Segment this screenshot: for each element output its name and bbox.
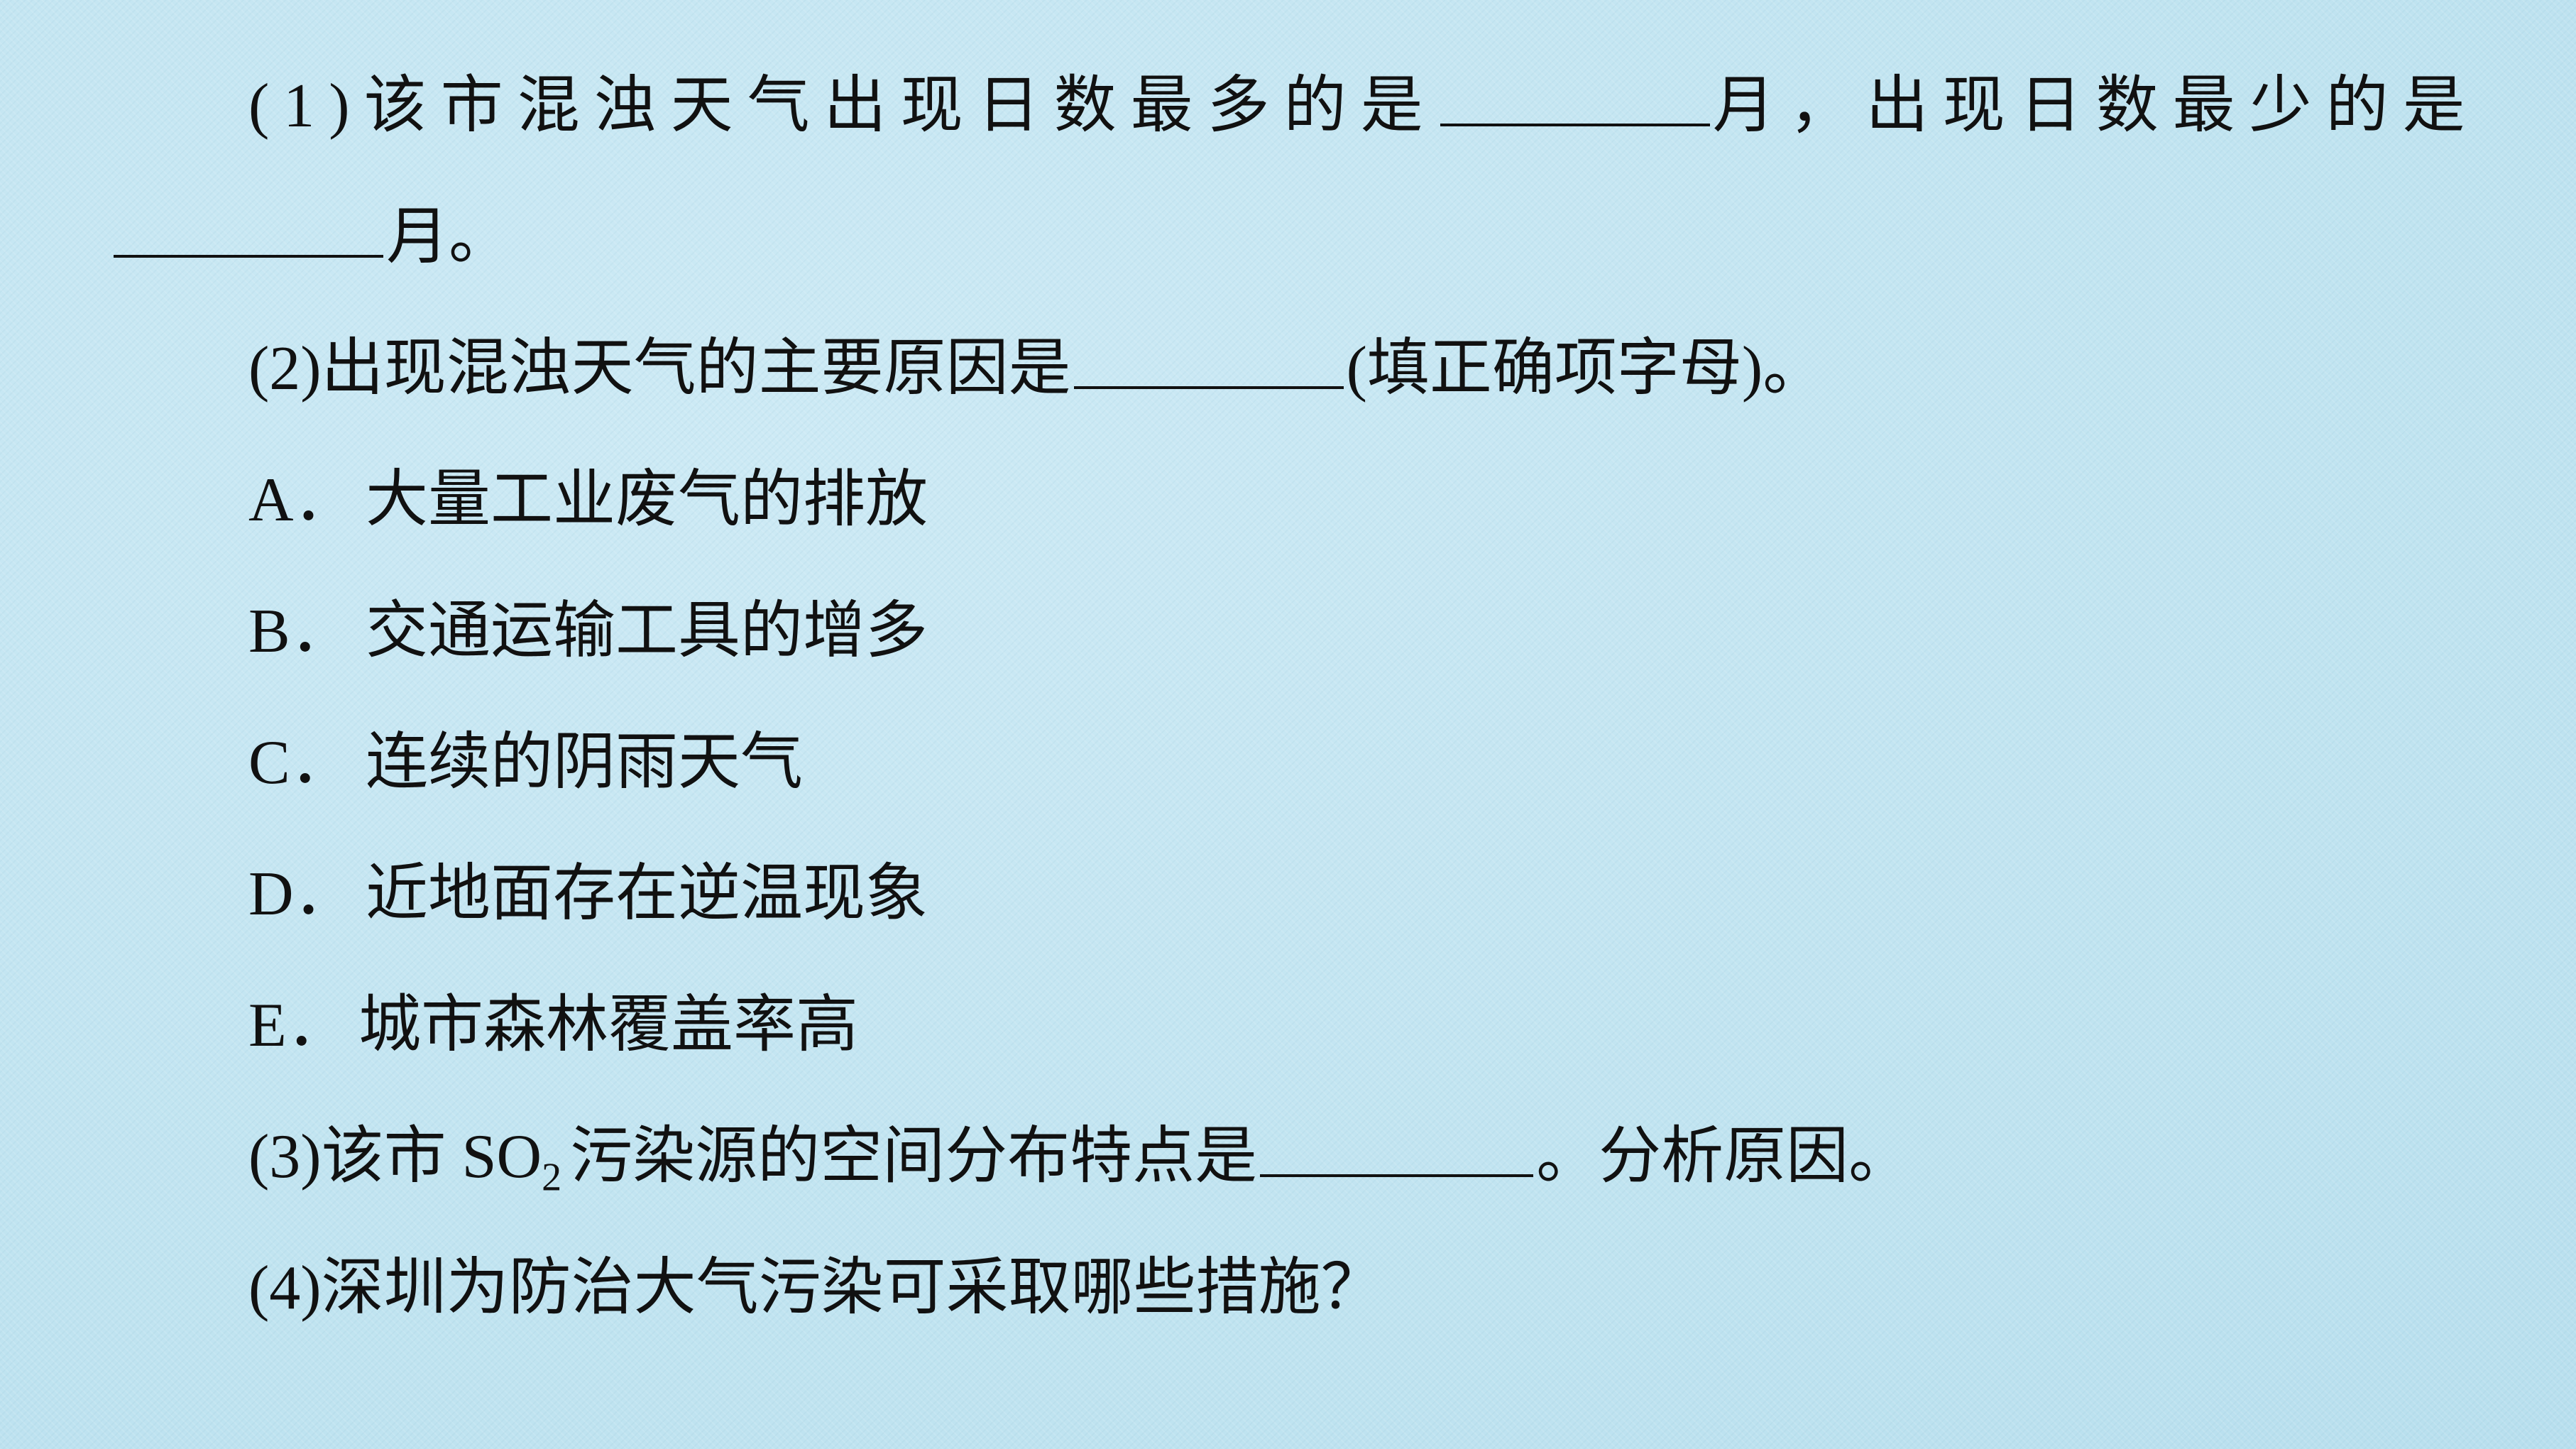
question-1-line-1: (1)该市混浊天气出现日数最多的是 月，出现日数最少的是 xyxy=(248,67,2479,146)
option-d: D．近地面存在逆温现象 xyxy=(248,855,928,934)
answer-blank-1[interactable] xyxy=(1440,72,1710,126)
question-1-text-b: 月，出现日数最少的是 xyxy=(1712,72,2479,141)
question-2-line: (2)出现混浊天气的主要原因是 (填正确项字母)。 xyxy=(248,330,1825,408)
answer-blank-4[interactable] xyxy=(1260,1123,1534,1177)
option-d-text: 近地面存在逆温现象 xyxy=(366,860,928,929)
option-a: A．大量工业废气的排放 xyxy=(248,461,928,540)
option-a-letter: A． xyxy=(248,466,356,535)
question-3-text-a: (3)该市 SO xyxy=(248,1122,542,1191)
option-a-text: 大量工业废气的排放 xyxy=(366,466,928,535)
option-e: E．城市森林覆盖率高 xyxy=(248,987,858,1065)
question-3-subscript: 2 xyxy=(542,1155,562,1200)
question-3-text-c: 。分析原因。 xyxy=(1536,1122,1912,1191)
question-1-line-2: 月。 xyxy=(114,199,511,277)
option-b-text: 交通运输工具的增多 xyxy=(366,597,928,666)
option-c-letter: C． xyxy=(248,728,353,797)
option-b: B．交通运输工具的增多 xyxy=(248,593,928,671)
answer-blank-3[interactable] xyxy=(1073,335,1344,389)
question-2-text-b: (填正确项字母)。 xyxy=(1346,334,1826,403)
question-4-line: (4)深圳为防治大气污染可采取哪些措施？ xyxy=(248,1250,1383,1328)
option-d-letter: D． xyxy=(248,860,356,929)
answer-blank-2[interactable] xyxy=(114,204,383,258)
question-2-text-a: (2)出现混浊天气的主要原因是 xyxy=(248,334,1071,403)
option-e-text: 城市森林覆盖率高 xyxy=(358,991,859,1060)
option-e-letter: E． xyxy=(248,991,349,1060)
question-1-text-a: (1)该市混浊天气出现日数最多的是 xyxy=(248,72,1437,141)
question-4-text: (4)深圳为防治大气污染可采取哪些措施？ xyxy=(248,1254,1383,1323)
option-b-letter: B． xyxy=(248,597,353,666)
option-c: C．连续的阴雨天气 xyxy=(248,724,803,802)
question-1-text-c: 月。 xyxy=(386,203,512,272)
question-3-text-b: 污染源的空间分布特点是 xyxy=(570,1122,1258,1191)
option-c-text: 连续的阴雨天气 xyxy=(366,728,804,797)
